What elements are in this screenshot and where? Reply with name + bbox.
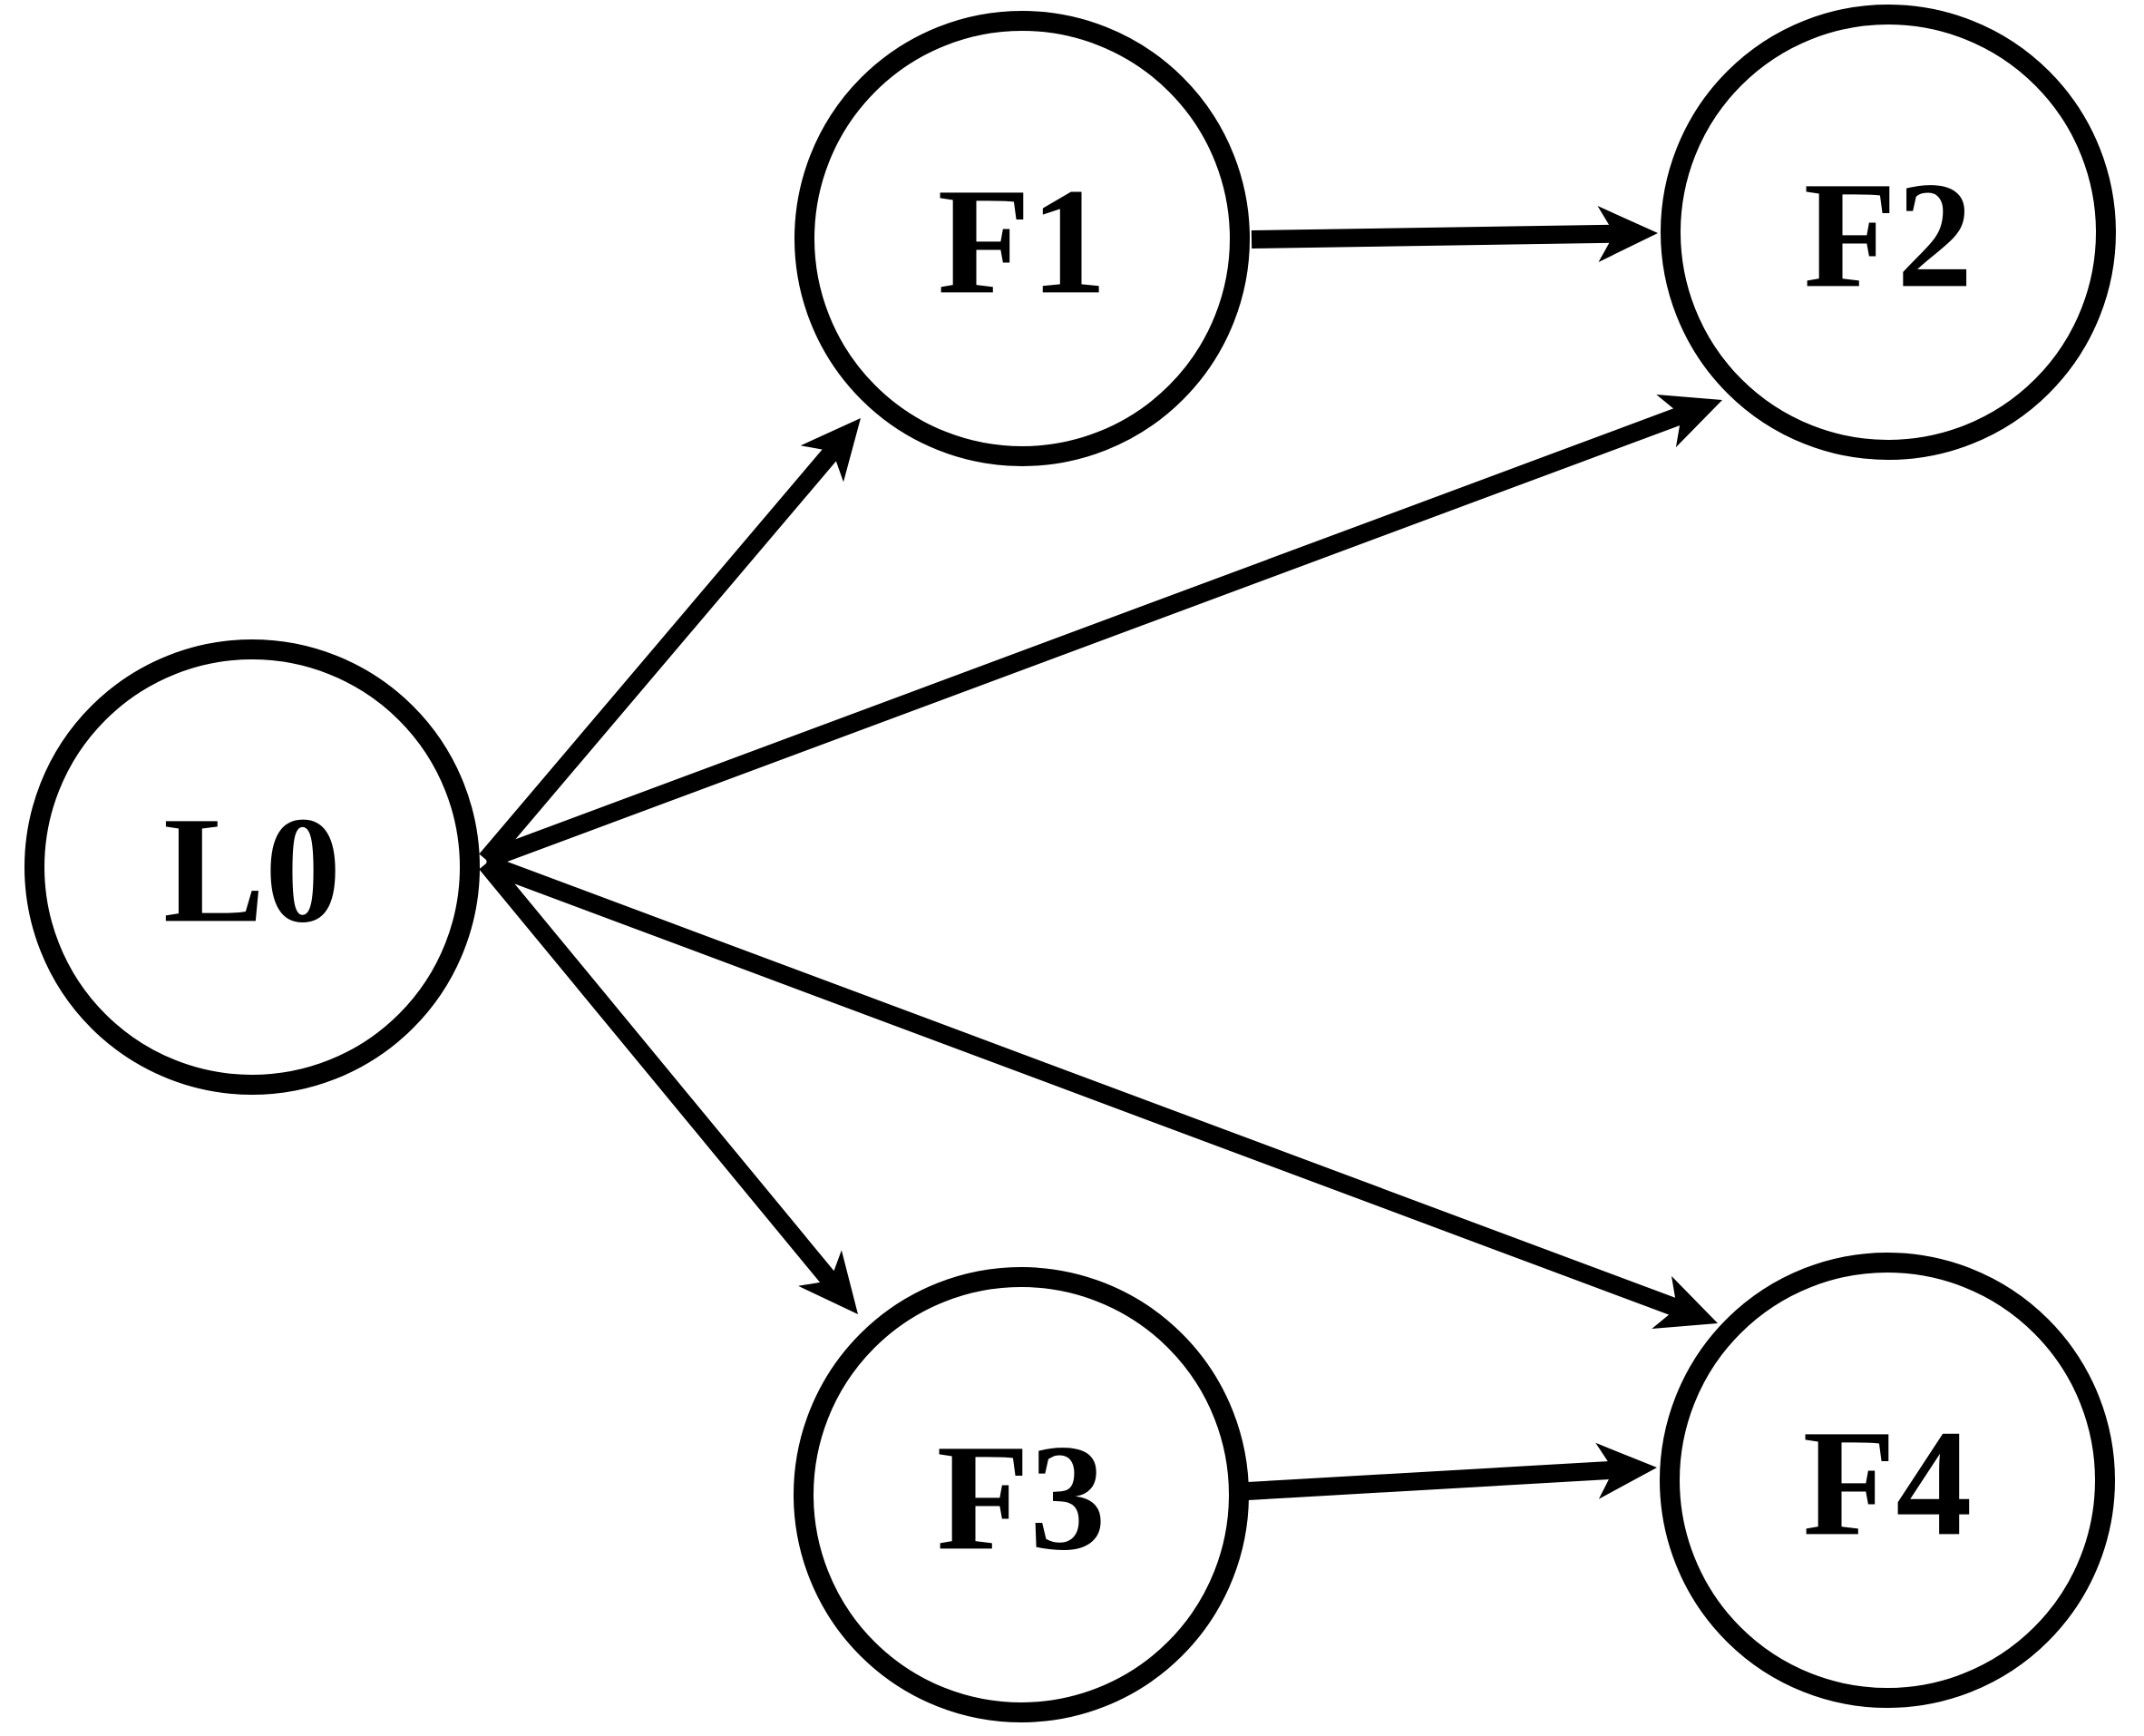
arrowhead-L0-F1 <box>800 418 861 483</box>
node-L0: L0 <box>24 639 480 1095</box>
node-label-F4: F4 <box>1803 1399 1973 1567</box>
edge-L0-F2 <box>482 405 1687 869</box>
arrowhead-L0-F2 <box>1656 395 1722 448</box>
node-label-F2: F2 <box>1804 151 1973 319</box>
edge-L0-F4 <box>482 854 1682 1318</box>
arrowhead-F1-F2 <box>1597 206 1658 262</box>
node-F2: F2 <box>1661 5 2116 460</box>
node-circle-F4 <box>1660 1253 2115 1708</box>
arrowhead-L0-F4 <box>1652 1275 1718 1329</box>
node-F4: F4 <box>1660 1253 2115 1708</box>
arrowhead-L0-F3 <box>798 1250 858 1314</box>
node-label-F3: F3 <box>937 1413 1106 1582</box>
node-circle-L0 <box>24 639 480 1095</box>
node-circle-F2 <box>1661 5 2116 460</box>
node-F3: F3 <box>794 1267 1249 1722</box>
edge-F1-F2 <box>1251 224 1617 249</box>
edge-L0-F3 <box>479 857 839 1288</box>
edge-L0-F1 <box>479 444 841 866</box>
node-circle-F3 <box>794 1267 1249 1722</box>
node-F1: F1 <box>794 11 1250 466</box>
node-circle-F1 <box>794 11 1250 466</box>
node-label-L0: L0 <box>163 785 341 954</box>
arrowhead-F3-F4 <box>1595 1442 1657 1499</box>
edge-F3-F4 <box>1247 1460 1616 1500</box>
node-label-F1: F1 <box>938 157 1107 326</box>
